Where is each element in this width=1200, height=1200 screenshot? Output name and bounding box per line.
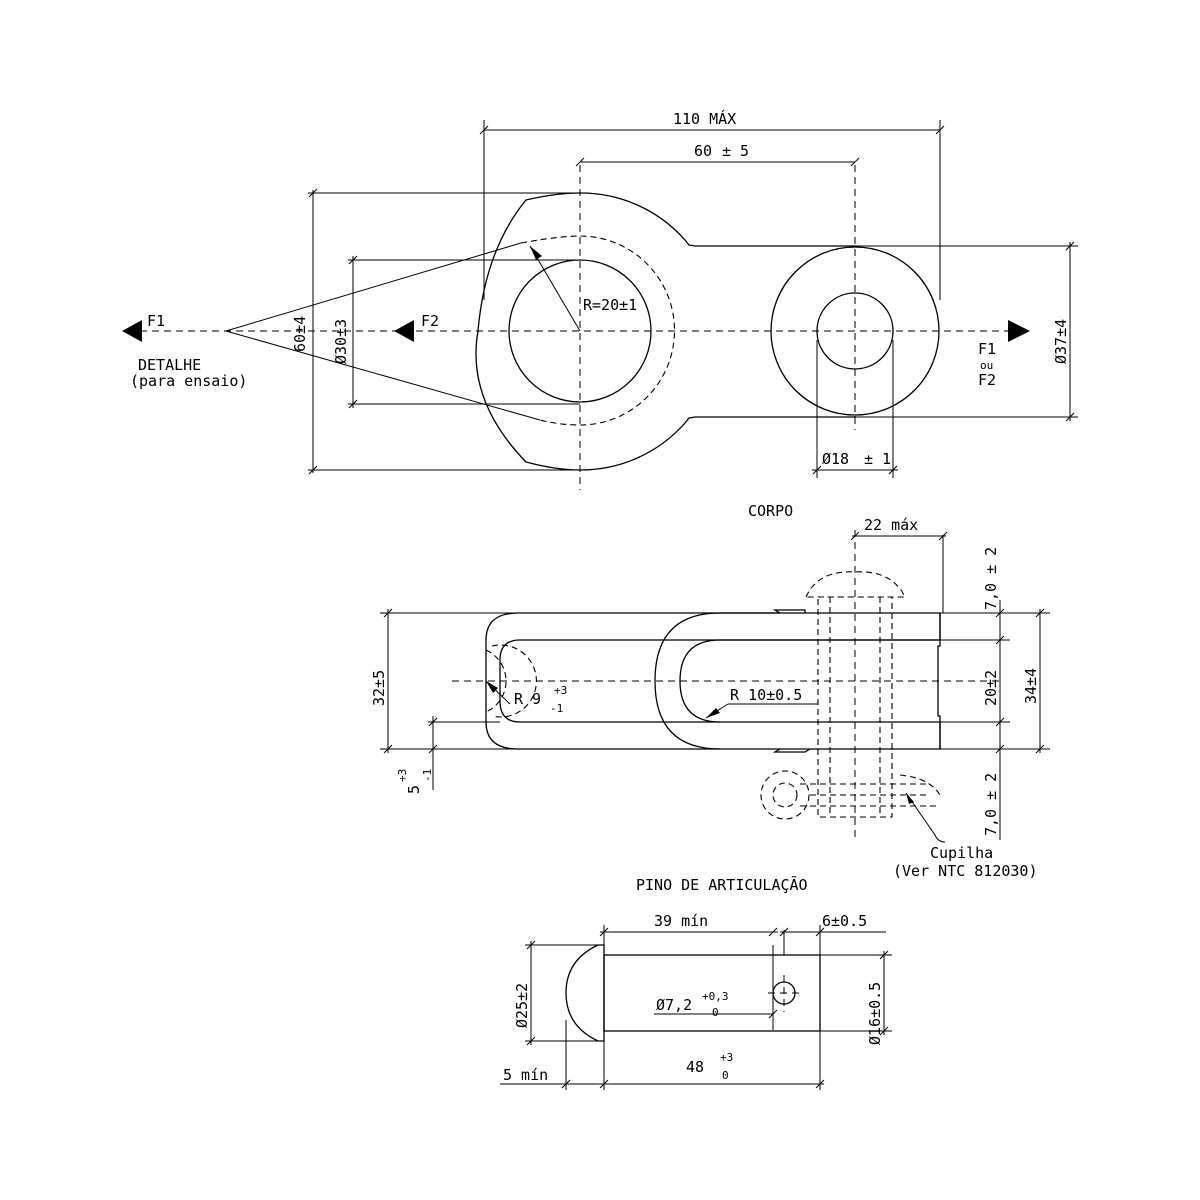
dim-overall-width: 110 MÁX [673, 109, 736, 128]
pin-view: PINO DE ARTICULAÇÃO 39 mín 6±0.5 Ø25±2 [500, 875, 892, 1090]
dim-hole-right-tol: ± 1 [864, 450, 891, 468]
detail-line-upper [225, 242, 522, 332]
top-view-outline [475, 192, 856, 471]
arrow-right [1008, 320, 1030, 342]
dim-gap: 20±2 [982, 670, 1000, 706]
dim-diameter-right: Ø37±4 [1052, 319, 1070, 364]
label-force-2: F2 [421, 312, 439, 330]
dim-hole-value: Ø7,2 [656, 996, 692, 1014]
dim-bottom-tol: 7,0 ± 2 [982, 773, 1000, 836]
pin-title: PINO DE ARTICULAÇÃO [636, 875, 808, 894]
dim-slot-radius-upper: +3 [554, 684, 567, 697]
top-view: 110 MÁX 60 ± 5 R=20±1 60±4 Ø30±3 Ø37±4 [122, 109, 1078, 490]
dim-head-min: 5 mín [503, 1066, 548, 1084]
cotter-eye [760, 770, 810, 820]
dim-end-distance: 6±0.5 [822, 912, 867, 930]
dim-total-upper: +3 [720, 1051, 733, 1064]
dim-wall-lower: -1 [421, 769, 434, 782]
dim-center-distance-tol: ± 5 [722, 142, 749, 160]
dim-height: 32±5 [370, 670, 388, 706]
dim-height-left: 60±4 [291, 316, 309, 352]
dim-top-tol: 7,0 ± 2 [982, 547, 1000, 610]
dim-hole-lower: 0 [712, 1006, 719, 1019]
body-eye-outer [654, 612, 780, 750]
dim-inner-radius: R 10±0.5 [730, 686, 802, 704]
dim-hole-upper: +0,3 [702, 990, 729, 1003]
label-force-1: F1 [147, 312, 165, 330]
dim-head-diameter: Ø25±2 [513, 983, 531, 1028]
dim-shank-diameter: Ø16±0.5 [866, 982, 884, 1045]
dim-hole-right-value: Ø18 [822, 450, 849, 468]
pin-hidden [817, 596, 893, 818]
detail-subtitle: (para ensaio) [130, 372, 247, 390]
body-title: CORPO [748, 502, 793, 520]
dim-wall-upper: +3 [396, 769, 409, 782]
dim-radius: R=20±1 [583, 296, 637, 314]
label-force-right-2: F2 [978, 371, 996, 389]
dim-center-distance-value: 60 [694, 142, 712, 160]
label-force-right-1: F1 [978, 340, 996, 358]
label-force-right-or: ou [980, 359, 993, 372]
arrow-f2-left [394, 320, 414, 342]
pin-shank [603, 954, 821, 1032]
cotter-name: Cupilha [930, 844, 993, 862]
dim-slot-radius-value: R 9 [514, 690, 541, 708]
detail-title: DETALHE [138, 356, 201, 374]
test-detail-dashed [520, 235, 675, 426]
dim-total-lower: 0 [722, 1069, 729, 1082]
dim-slot-radius-lower: -1 [550, 702, 563, 715]
cotter-ref: (Ver NTC 812030) [893, 862, 1038, 880]
dim-wall-value: 5 [405, 785, 423, 794]
dim-width-max: 22 máx [864, 516, 918, 534]
dim-hole-left: Ø30±3 [332, 319, 350, 364]
dim-length-min: 39 mín [654, 912, 708, 930]
pin-head [565, 944, 605, 1042]
dim-total-value: 48 [686, 1058, 704, 1076]
arrow-f1-left [122, 320, 142, 342]
detail-line-lower [225, 330, 541, 421]
body-view: CORPO 22 máx [370, 502, 1050, 880]
dim-outer: 34±4 [1022, 668, 1040, 704]
